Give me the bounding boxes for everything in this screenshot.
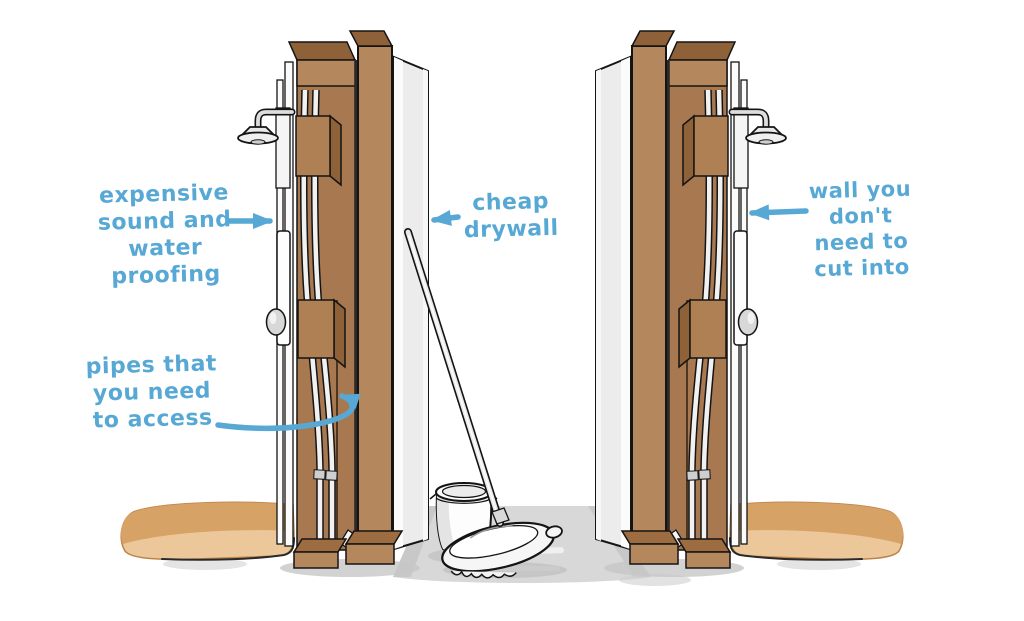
floor-shadow (163, 558, 247, 570)
mop-handle (404, 228, 504, 527)
bottom-plate (344, 530, 404, 565)
mop-ferrule (491, 507, 510, 525)
label-line: cheap (471, 189, 550, 217)
label-line: cut into (814, 254, 911, 282)
stud-top (348, 30, 394, 47)
blocking-lower (297, 298, 346, 369)
stud-gap (354, 60, 358, 550)
shower-mount-panel (275, 107, 291, 189)
floor-slab-edge (161, 537, 295, 561)
drywall-edge (423, 69, 428, 541)
top-plate (296, 59, 356, 87)
block-face (295, 115, 331, 177)
arrow-drywall (431, 209, 461, 226)
shower-arm (254, 108, 296, 131)
plate-top (344, 530, 404, 545)
label-line: sound and (97, 207, 232, 236)
label-wall: wall you don't need to cut into (799, 175, 924, 282)
valve-knob (265, 308, 287, 336)
label-line: to access (92, 405, 213, 434)
stud-front (357, 45, 393, 553)
plate-face (345, 543, 395, 565)
mop-fringe (450, 570, 517, 579)
block-side (333, 298, 346, 369)
mop (404, 228, 567, 579)
label-line: drywall (463, 215, 560, 244)
blocking-upper (295, 114, 342, 187)
pipe-coupling (325, 470, 338, 481)
label-line: don't (828, 203, 893, 229)
arrow-wall (749, 204, 809, 221)
floor-slab-top-shade (120, 502, 294, 544)
drywall-edge (394, 57, 403, 549)
label-line: you need (92, 378, 212, 407)
bottom-plate (292, 538, 348, 569)
shower-head (237, 126, 279, 145)
floor-slab-right (729, 501, 905, 571)
block-side (329, 114, 342, 187)
plate-face (293, 551, 339, 569)
label-drywall: cheap drywall (454, 188, 567, 245)
valve-knob-highlight (269, 312, 277, 324)
mop-band (469, 525, 513, 539)
pipe-coupling (313, 469, 326, 480)
arrow-pipes (215, 393, 361, 432)
bucket-rim-inner (441, 484, 487, 499)
top-plate (287, 41, 357, 61)
wall-assembly-right (596, 31, 786, 577)
label-pipes: pipes that you need to access (81, 350, 223, 435)
label-line: need to (814, 228, 909, 256)
label-line: water proofing (111, 235, 222, 290)
mop-head (441, 521, 563, 579)
bucket-shading (436, 494, 457, 553)
label-line: wall you (808, 176, 912, 204)
label-line: pipes that (85, 351, 218, 380)
mop-loop (545, 525, 563, 539)
block-face (297, 299, 335, 359)
label-soundproofing: expensive sound and water proofing (74, 179, 257, 292)
drywall-panel (393, 55, 429, 551)
floor-slab-left (120, 501, 295, 570)
wall-assembly-left (237, 30, 429, 577)
floor-shadow (619, 574, 691, 586)
plate-top (292, 538, 348, 553)
